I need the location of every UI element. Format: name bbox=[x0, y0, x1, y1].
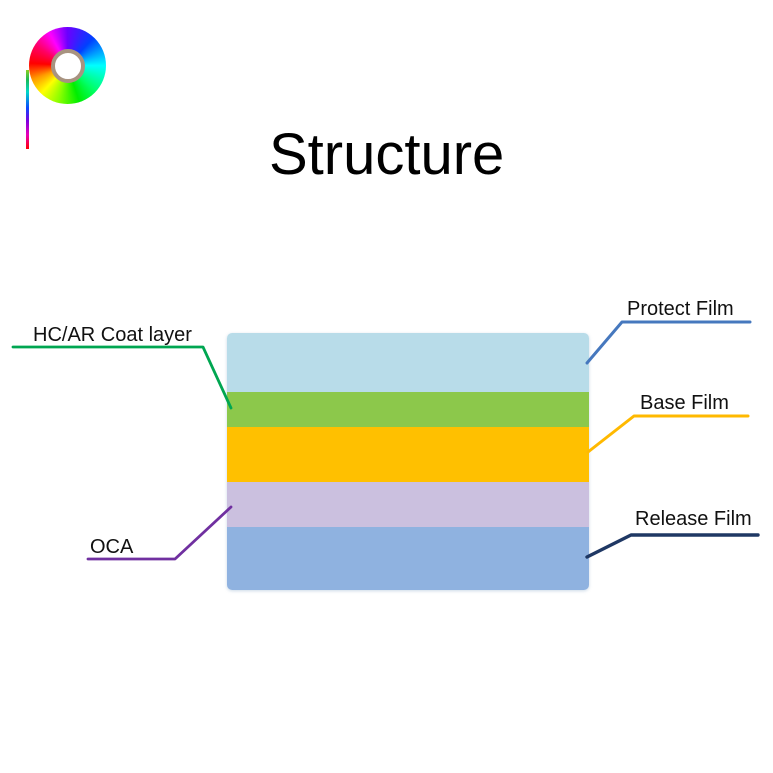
layer-release-film bbox=[227, 527, 589, 590]
color-wheel-hub bbox=[50, 48, 85, 83]
page-title: Structure bbox=[269, 122, 505, 187]
film-layer-stack bbox=[227, 333, 589, 590]
layer-oca bbox=[227, 482, 589, 527]
base-film-leader-line bbox=[586, 414, 750, 454]
base-film-label: Base Film bbox=[640, 392, 729, 414]
layer-base-film bbox=[227, 427, 589, 482]
hc-ar-leader-line bbox=[11, 345, 233, 410]
oca-label: OCA bbox=[90, 536, 134, 558]
layer-protect-film bbox=[227, 333, 589, 392]
layer-hc-ar-coat bbox=[227, 392, 589, 427]
hc-ar-coat-label: HC/AR Coat layer bbox=[33, 324, 192, 346]
release-film-leader-line bbox=[585, 533, 760, 559]
rainbow-stripe bbox=[26, 70, 29, 149]
color-wheel-icon bbox=[29, 27, 106, 104]
protect-film-label: Protect Film bbox=[627, 298, 734, 320]
protect-film-leader-line bbox=[585, 320, 752, 365]
release-film-label: Release Film bbox=[635, 508, 752, 530]
